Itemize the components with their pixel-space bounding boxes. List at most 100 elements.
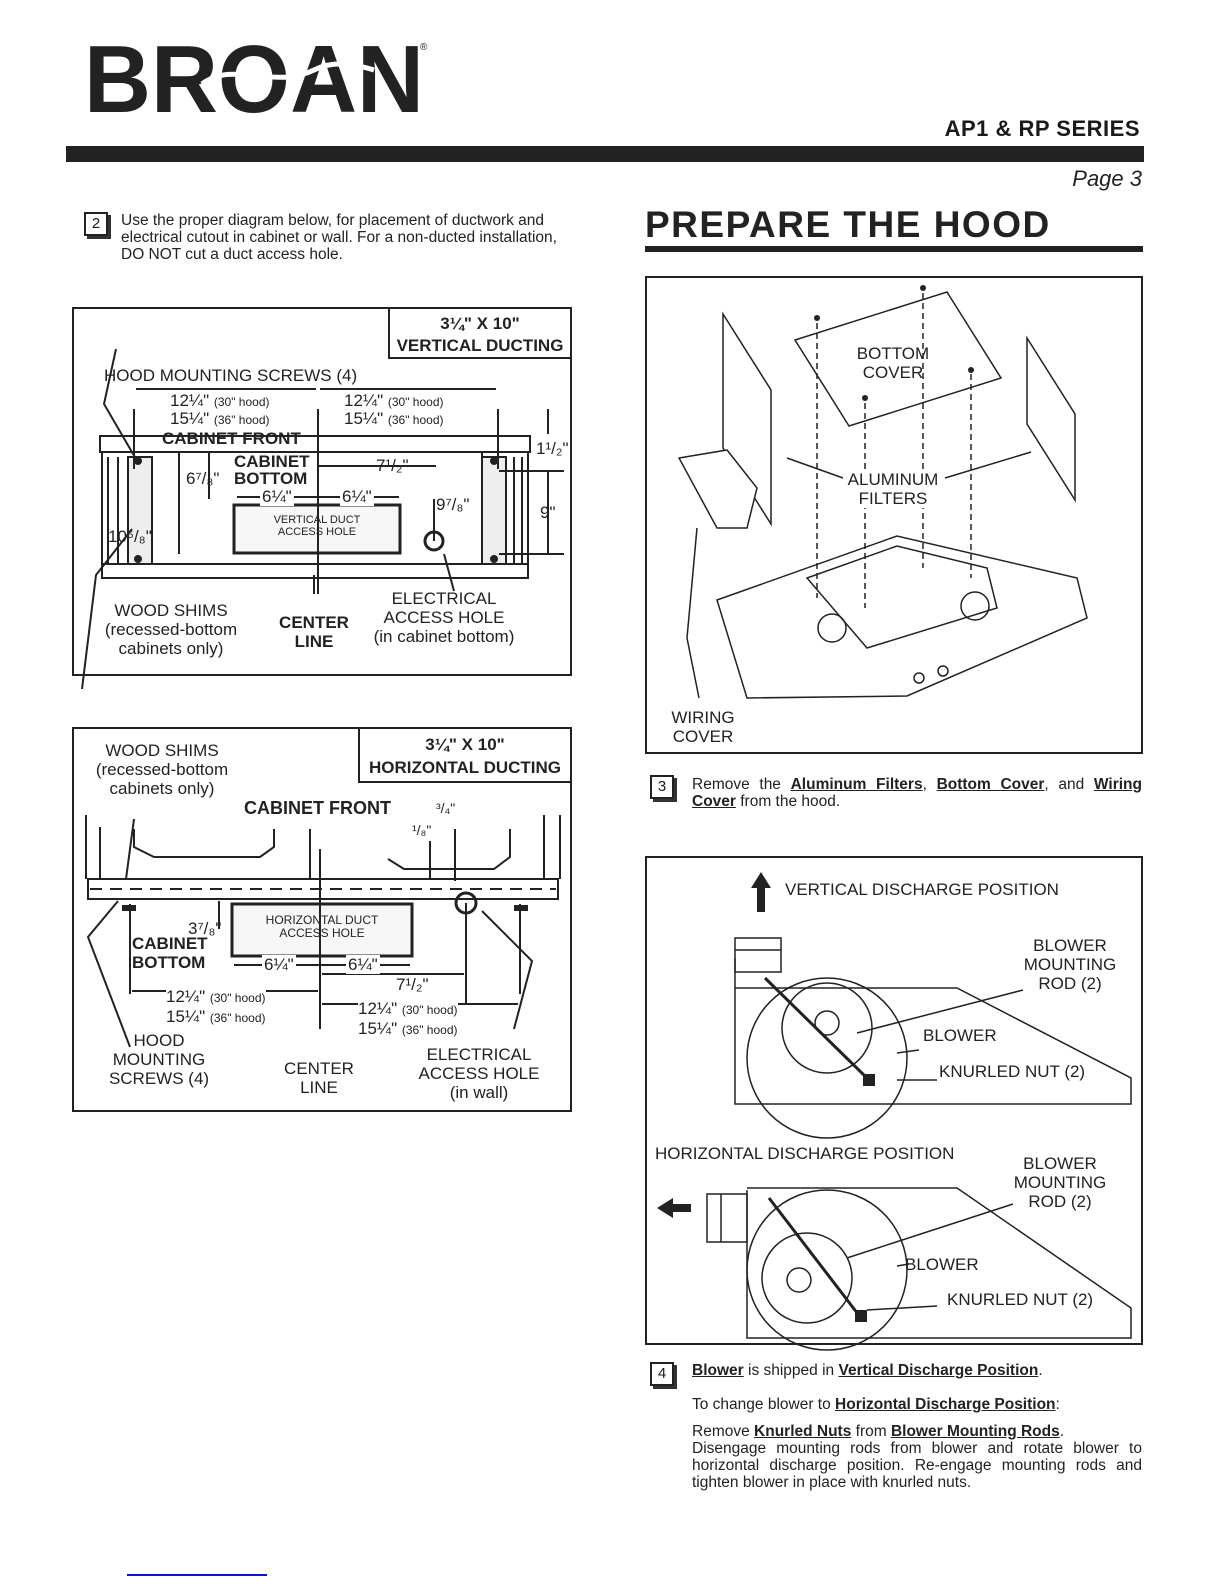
dim-6-7-8: 6⁷/₈": [186, 469, 220, 488]
step-4-line-2: To change blower to Horizontal Discharge…: [692, 1396, 1060, 1413]
knurled-nuts-term: Knurled Nuts: [754, 1423, 852, 1440]
knurled-nut-label: KNURLED NUT (2): [939, 1062, 1086, 1081]
cabinet-front-label: CABINET FRONT: [162, 429, 301, 448]
cabinet-front-label: CABINET FRONT: [244, 798, 391, 818]
section-title: PREPARE THE HOOD: [645, 204, 1051, 245]
horizontal-discharge-term: Horizontal Discharge Position: [835, 1396, 1056, 1413]
header-rule: [66, 146, 1144, 162]
horizontal-ducting-title-box: 3¼" X 10" HORIZONTAL DUCTING: [358, 727, 572, 783]
dim-3-4: ³/₄": [436, 800, 456, 816]
dim-9-7-8: 9⁷/₈": [436, 495, 470, 514]
knurled-nut-icon: [855, 1310, 867, 1322]
screw-icon: [920, 285, 926, 291]
dim-note: (36" hood): [401, 1023, 458, 1037]
screw-icon: [968, 367, 974, 373]
knurled-nut-icon: [863, 1074, 875, 1086]
vertical-discharge-term: Vertical Discharge Position: [838, 1362, 1039, 1379]
left-filter: [722, 311, 772, 527]
hood-exploded-drawing: [677, 285, 1088, 699]
dim-6-1-4: 6¼": [346, 955, 380, 974]
footer-link-underline[interactable]: [127, 1574, 267, 1576]
horizontal-blower-wheel: [746, 1189, 908, 1351]
cabinet-bottom-label: CABINET: [234, 452, 310, 471]
dim-note: (36" hood): [209, 1011, 266, 1025]
step-4-badge: 4: [650, 1362, 674, 1386]
horizontal-housing: [746, 1187, 1132, 1339]
vertical-ducting-title-box: 3¼" X 10" VERTICAL DUCTING: [388, 307, 572, 359]
step-3-badge: 3: [650, 775, 674, 799]
logo-wave: [200, 61, 375, 87]
screw-icon: [814, 315, 820, 321]
ducting-title: HORIZONTAL DUCTING: [368, 758, 562, 777]
screw-icon: [514, 905, 528, 911]
vertical-position-title: VERTICAL DISCHARGE POSITION: [785, 880, 1059, 899]
step-3-text: Remove the Aluminum Filters, Bottom Cove…: [692, 776, 1142, 810]
horizontal-position-title: HORIZONTAL DISCHARGE POSITION: [655, 1144, 955, 1163]
vertical-housing: [734, 958, 1132, 1105]
dim-10-5-8: 10⁵/₈": [108, 527, 152, 546]
cabinet-bottom-label: BOTTOM: [234, 469, 308, 488]
bottom-cover-term: Bottom Cover: [936, 776, 1045, 793]
screws-label: HOOD MOUNTING SCREWS (4): [104, 366, 358, 385]
dim-left-36: 15¼": [170, 409, 210, 428]
registered-mark: ®: [420, 42, 428, 53]
vertical-mounting-rod: [763, 976, 871, 1082]
dim-right-30: 12¼": [358, 999, 398, 1018]
step-4-line-1: Blower is shipped in Vertical Discharge …: [692, 1362, 1043, 1379]
wiring-cover-term: Wiring Cover: [692, 776, 1142, 810]
duct-size: 3¼" X 10": [440, 314, 520, 333]
dim-left-36: 15¼": [166, 1007, 206, 1026]
duct-size: 3¼" X 10": [425, 735, 505, 754]
blower-mounting-rods-term: Blower Mounting Rods: [890, 1423, 1060, 1440]
blower-drawing: [657, 872, 1132, 1351]
dim-note: (30" hood): [209, 991, 266, 1005]
blower-term: Blower: [692, 1362, 744, 1379]
dim-1-8: ¹/₈": [412, 822, 432, 838]
right-shim: [481, 456, 507, 565]
dim-6-1-4: 6¼": [340, 487, 374, 506]
vertical-blower-wheel: [746, 977, 908, 1139]
step-2-badge: 2: [84, 212, 108, 236]
dim-note: (36" hood): [213, 413, 270, 427]
dim-6-1-4: 6¼": [262, 955, 296, 974]
step-4-instructions: Remove Knurled Nuts from Blower Mounting…: [692, 1423, 1142, 1491]
dim-note: (30" hood): [401, 1003, 458, 1017]
dim-left-30: 12¼": [170, 391, 210, 410]
wiring-cover-part: [677, 449, 758, 529]
step-2-text: Use the proper diagram below, for placem…: [121, 212, 557, 263]
dim-6-1-4: 6¼": [260, 487, 294, 506]
section-rule: [645, 246, 1143, 252]
horizontal-mounting-rod: [767, 1197, 863, 1319]
knurled-nut-label: KNURLED NUT (2): [947, 1290, 1094, 1309]
screw-icon: [134, 457, 142, 465]
aluminum-filters-term: Aluminum Filters: [790, 776, 923, 793]
left-shim: [127, 456, 153, 565]
page-number: Page 3: [1072, 166, 1142, 191]
horizontal-ducting-diagram: 3¼" X 10" HORIZONTAL DUCTING: [72, 727, 572, 1112]
dim-7-1-2: 7¹/₂": [376, 456, 409, 475]
dim-note: (30" hood): [387, 395, 444, 409]
horizontal-duct-hole: [230, 902, 414, 958]
series-title: AP1 & RP SERIES: [944, 116, 1140, 141]
vertical-ducting-diagram: 3¼" X 10" VERTICAL DUCTING: [72, 307, 572, 690]
blower-label: BLOWER: [923, 1026, 997, 1045]
up-arrow-icon: [751, 872, 771, 912]
dim-right-30: 12¼": [344, 391, 384, 410]
left-arrow-icon: [657, 1198, 691, 1218]
dim-1-1-2: 1¹/₂": [536, 439, 569, 458]
ducting-title: VERTICAL DUCTING: [396, 336, 564, 355]
dim-left-30: 12¼": [166, 987, 206, 1006]
